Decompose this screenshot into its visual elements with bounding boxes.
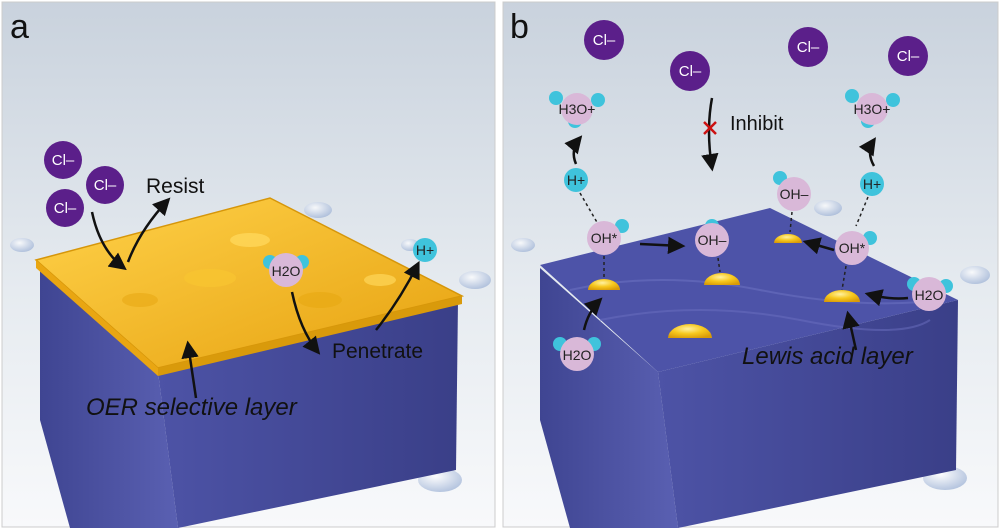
water-molecule-b-right: H2O <box>907 277 953 311</box>
hydroxide-center: OH– <box>695 219 729 257</box>
hydronium-label: H3O+ <box>854 101 891 117</box>
penetrate-up-arrow <box>375 260 420 331</box>
water-droplets-a <box>10 202 491 492</box>
chloride-label: Cl– <box>94 177 117 194</box>
water-to-site-arrow <box>582 297 603 331</box>
chloride-ion-a2: Cl– <box>86 166 124 204</box>
chloride-ion-b4: Cl– <box>888 36 928 76</box>
electrode-block-b <box>540 208 958 528</box>
hydronium-left-arrow <box>564 135 583 165</box>
chloride-ion-a3: Cl– <box>46 189 84 227</box>
incoming-arrow <box>90 211 127 271</box>
penetrate-label: Penetrate <box>332 340 423 363</box>
chloride-label: Cl– <box>897 48 920 65</box>
proton-label: H+ <box>863 176 881 192</box>
chloride-ion-b1: Cl– <box>584 20 624 60</box>
layer-pointer-arrow <box>181 340 199 399</box>
bond-line <box>855 196 869 227</box>
lewis-acid-layer-label: Lewis acid layer <box>742 343 914 370</box>
lewis-pointer-arrow <box>842 310 860 351</box>
hydronium-right: H3O+ <box>845 89 900 128</box>
water-label: H2O <box>272 263 301 279</box>
inhibit-arrow <box>701 97 719 172</box>
inhibit-label: Inhibit <box>730 113 784 135</box>
panel-a-letter: a <box>10 8 29 46</box>
hydroxide-right: OH– <box>773 171 811 211</box>
water-right-arrow <box>864 289 909 307</box>
oh-ads-label: OH* <box>839 240 866 256</box>
proton-right: H+ <box>860 172 884 196</box>
lewis-acid-sites <box>588 234 860 338</box>
proton-label: H+ <box>416 242 434 258</box>
oh-adsorbed-left: OH* <box>587 219 629 255</box>
water-label: H2O <box>915 287 944 303</box>
hydronium-left: H3O+ <box>549 91 605 128</box>
water-molecule-b-left: H2O <box>553 337 601 371</box>
chloride-label: Cl– <box>679 63 702 80</box>
water-molecule-a: H2O <box>263 253 309 287</box>
resist-label: Resist <box>146 175 205 198</box>
hydroxide-label: OH– <box>780 186 809 202</box>
hydronium-right-arrow <box>858 137 876 167</box>
resist-arrow <box>126 197 171 263</box>
inhibit-x-mark <box>703 121 717 135</box>
chloride-label: Cl– <box>593 32 616 49</box>
oh-desorb-arrow <box>639 236 686 255</box>
chloride-label: Cl– <box>52 152 75 169</box>
chloride-ion-a1: Cl– <box>44 141 82 179</box>
oer-selective-layer-label: OER selective layer <box>86 394 298 421</box>
hydroxide-label: OH– <box>698 232 727 248</box>
chloride-ion-b2: Cl– <box>670 51 710 91</box>
panel-a: a Cl– <box>1 1 496 528</box>
chloride-label: Cl– <box>54 200 77 217</box>
penetrate-down-arrow <box>290 291 321 355</box>
bond-line <box>717 257 721 273</box>
panel-b-letter: b <box>510 8 529 46</box>
proton-left: H+ <box>564 168 588 192</box>
chloride-ion-b3: Cl– <box>788 27 828 67</box>
hydronium-label: H3O+ <box>559 101 596 117</box>
oh-transfer-arrow <box>802 237 835 255</box>
oh-adsorbed-right: OH* <box>835 231 877 265</box>
panel-b: b Cl– Cl– <box>502 1 999 528</box>
oh-ads-label: OH* <box>591 230 618 246</box>
water-label: H2O <box>563 347 592 363</box>
proton-label: H+ <box>567 172 585 188</box>
bond-line <box>841 265 847 291</box>
chloride-label: Cl– <box>797 39 820 56</box>
proton-a: H+ <box>413 238 437 262</box>
